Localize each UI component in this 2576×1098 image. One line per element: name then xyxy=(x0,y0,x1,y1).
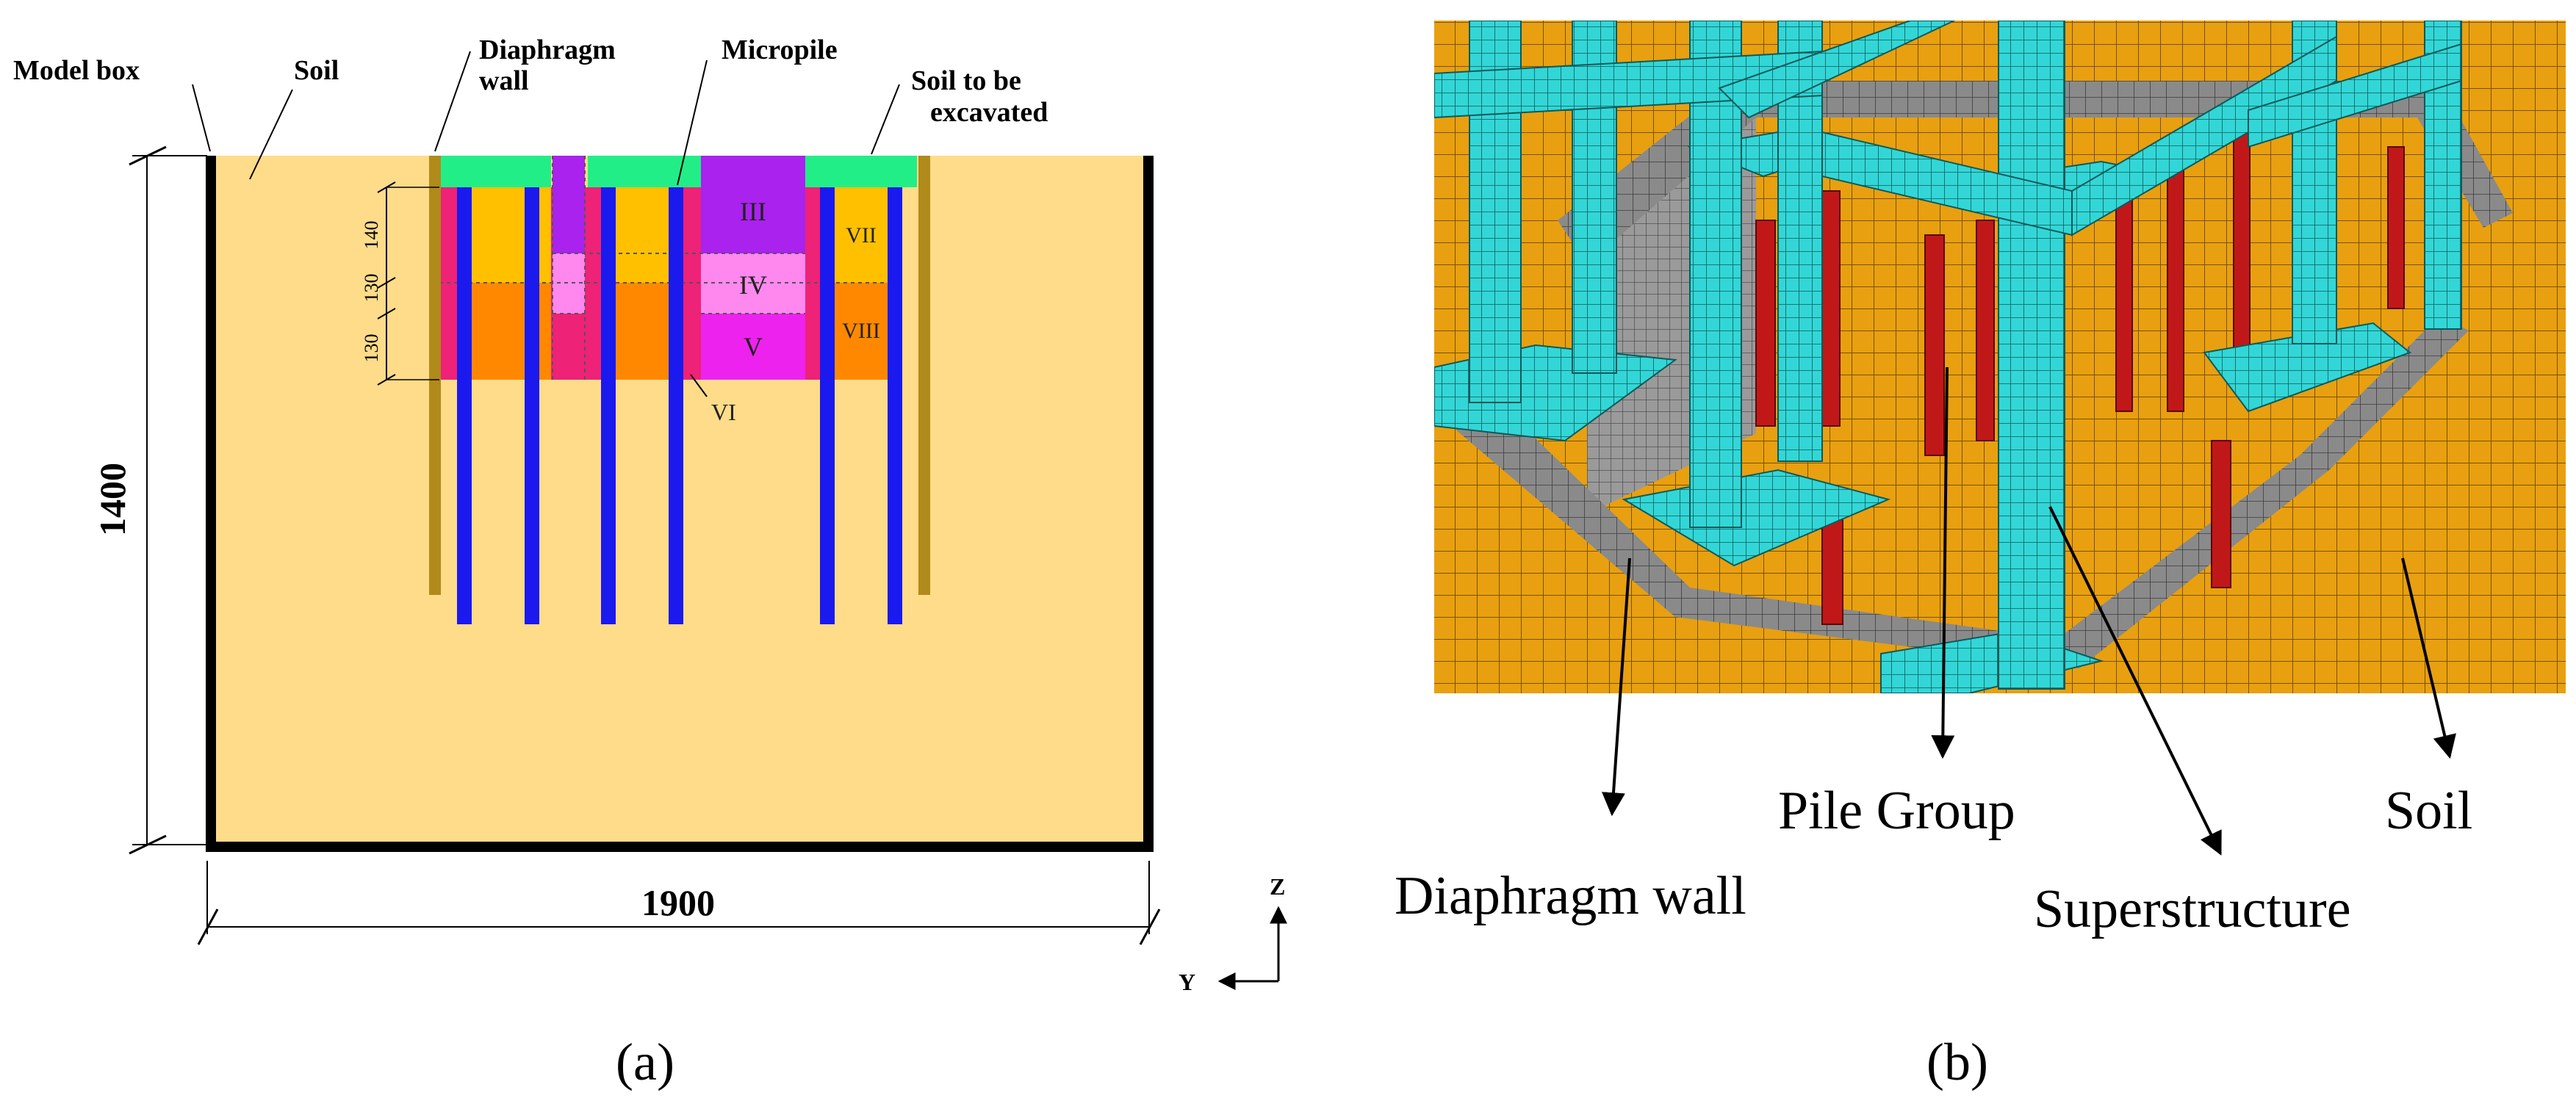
label-pile-group: Pile Group xyxy=(1778,781,2015,841)
axes-indicator: Z Y xyxy=(1179,873,1287,995)
panel-b: Pile Group Soil Diaphragm wall Superstru… xyxy=(1395,21,2566,1091)
model-box-bottom xyxy=(206,842,1154,852)
label-soil-a: Soil xyxy=(294,55,339,86)
zone-label-IV: IV xyxy=(739,270,767,300)
label-diaphragm-wall-line2: wall xyxy=(479,65,529,96)
panel-a: III IV V VII VIII VI 140 130 130 1400 xyxy=(13,35,1287,1091)
label-diaphragm-wall-line1: Diaphragm xyxy=(479,35,616,65)
caption-a: (a) xyxy=(616,1033,674,1091)
diaphragm-wall-left xyxy=(429,156,441,595)
zone-purple-col xyxy=(553,156,585,253)
micropile xyxy=(820,187,835,624)
zone-dimensions: 140 130 130 xyxy=(361,181,439,386)
pile-cap-mid xyxy=(588,156,701,187)
label-soil-b: Soil xyxy=(2385,781,2472,841)
pile-cap-right xyxy=(805,156,917,187)
zone-label-VIII: VIII xyxy=(842,319,880,343)
zone-orange-VIII xyxy=(833,283,889,380)
fem-superstructure xyxy=(1434,21,2462,690)
label-model-box: Model box xyxy=(13,55,140,86)
height-dimension: 1400 xyxy=(92,145,207,855)
label-superstructure: Superstructure xyxy=(2034,879,2351,939)
micropile xyxy=(457,187,472,624)
micropile xyxy=(525,187,539,624)
zone-label-VI: VI xyxy=(711,399,736,425)
micropile xyxy=(888,187,902,624)
axis-label-y: Y xyxy=(1179,969,1195,995)
zone-orange-mid xyxy=(610,283,669,380)
dimension-130-upper: 130 xyxy=(361,274,382,303)
fem-model-render xyxy=(1434,21,2566,693)
micropile xyxy=(601,187,616,624)
pile-cap-left xyxy=(439,156,551,187)
width-dimension: 1900 xyxy=(197,861,1161,945)
caption-b: (b) xyxy=(1926,1033,1988,1091)
zone-magenta-V xyxy=(701,314,805,380)
pile-caps xyxy=(439,156,917,187)
label-diaphragm-wall-b: Diaphragm wall xyxy=(1395,866,1746,926)
zone-yellow-VII xyxy=(833,187,889,283)
zone-purple-III xyxy=(701,156,805,253)
dimension-width: 1900 xyxy=(641,882,715,923)
dimension-130-lower: 130 xyxy=(361,334,382,363)
zone-yellow-mid xyxy=(610,187,669,283)
dimension-140: 140 xyxy=(361,221,382,250)
label-soil-excavated-line2: excavated xyxy=(930,97,1048,128)
micropile xyxy=(669,187,683,624)
model-box-right-wall xyxy=(1143,156,1154,852)
micropiles xyxy=(457,187,902,624)
axis-label-z: Z xyxy=(1270,873,1285,900)
model-box-left-wall xyxy=(206,156,216,852)
fem-diaphragm-wall-front xyxy=(1434,382,2329,668)
zone-label-V: V xyxy=(744,332,763,361)
zone-label-VII: VII xyxy=(846,223,877,248)
zone-label-III: III xyxy=(740,197,766,226)
label-soil-excavated-line1: Soil to be xyxy=(911,65,1021,96)
diaphragm-wall-right xyxy=(918,156,930,595)
dimension-height: 1400 xyxy=(92,463,133,536)
label-micropile: Micropile xyxy=(722,35,838,65)
